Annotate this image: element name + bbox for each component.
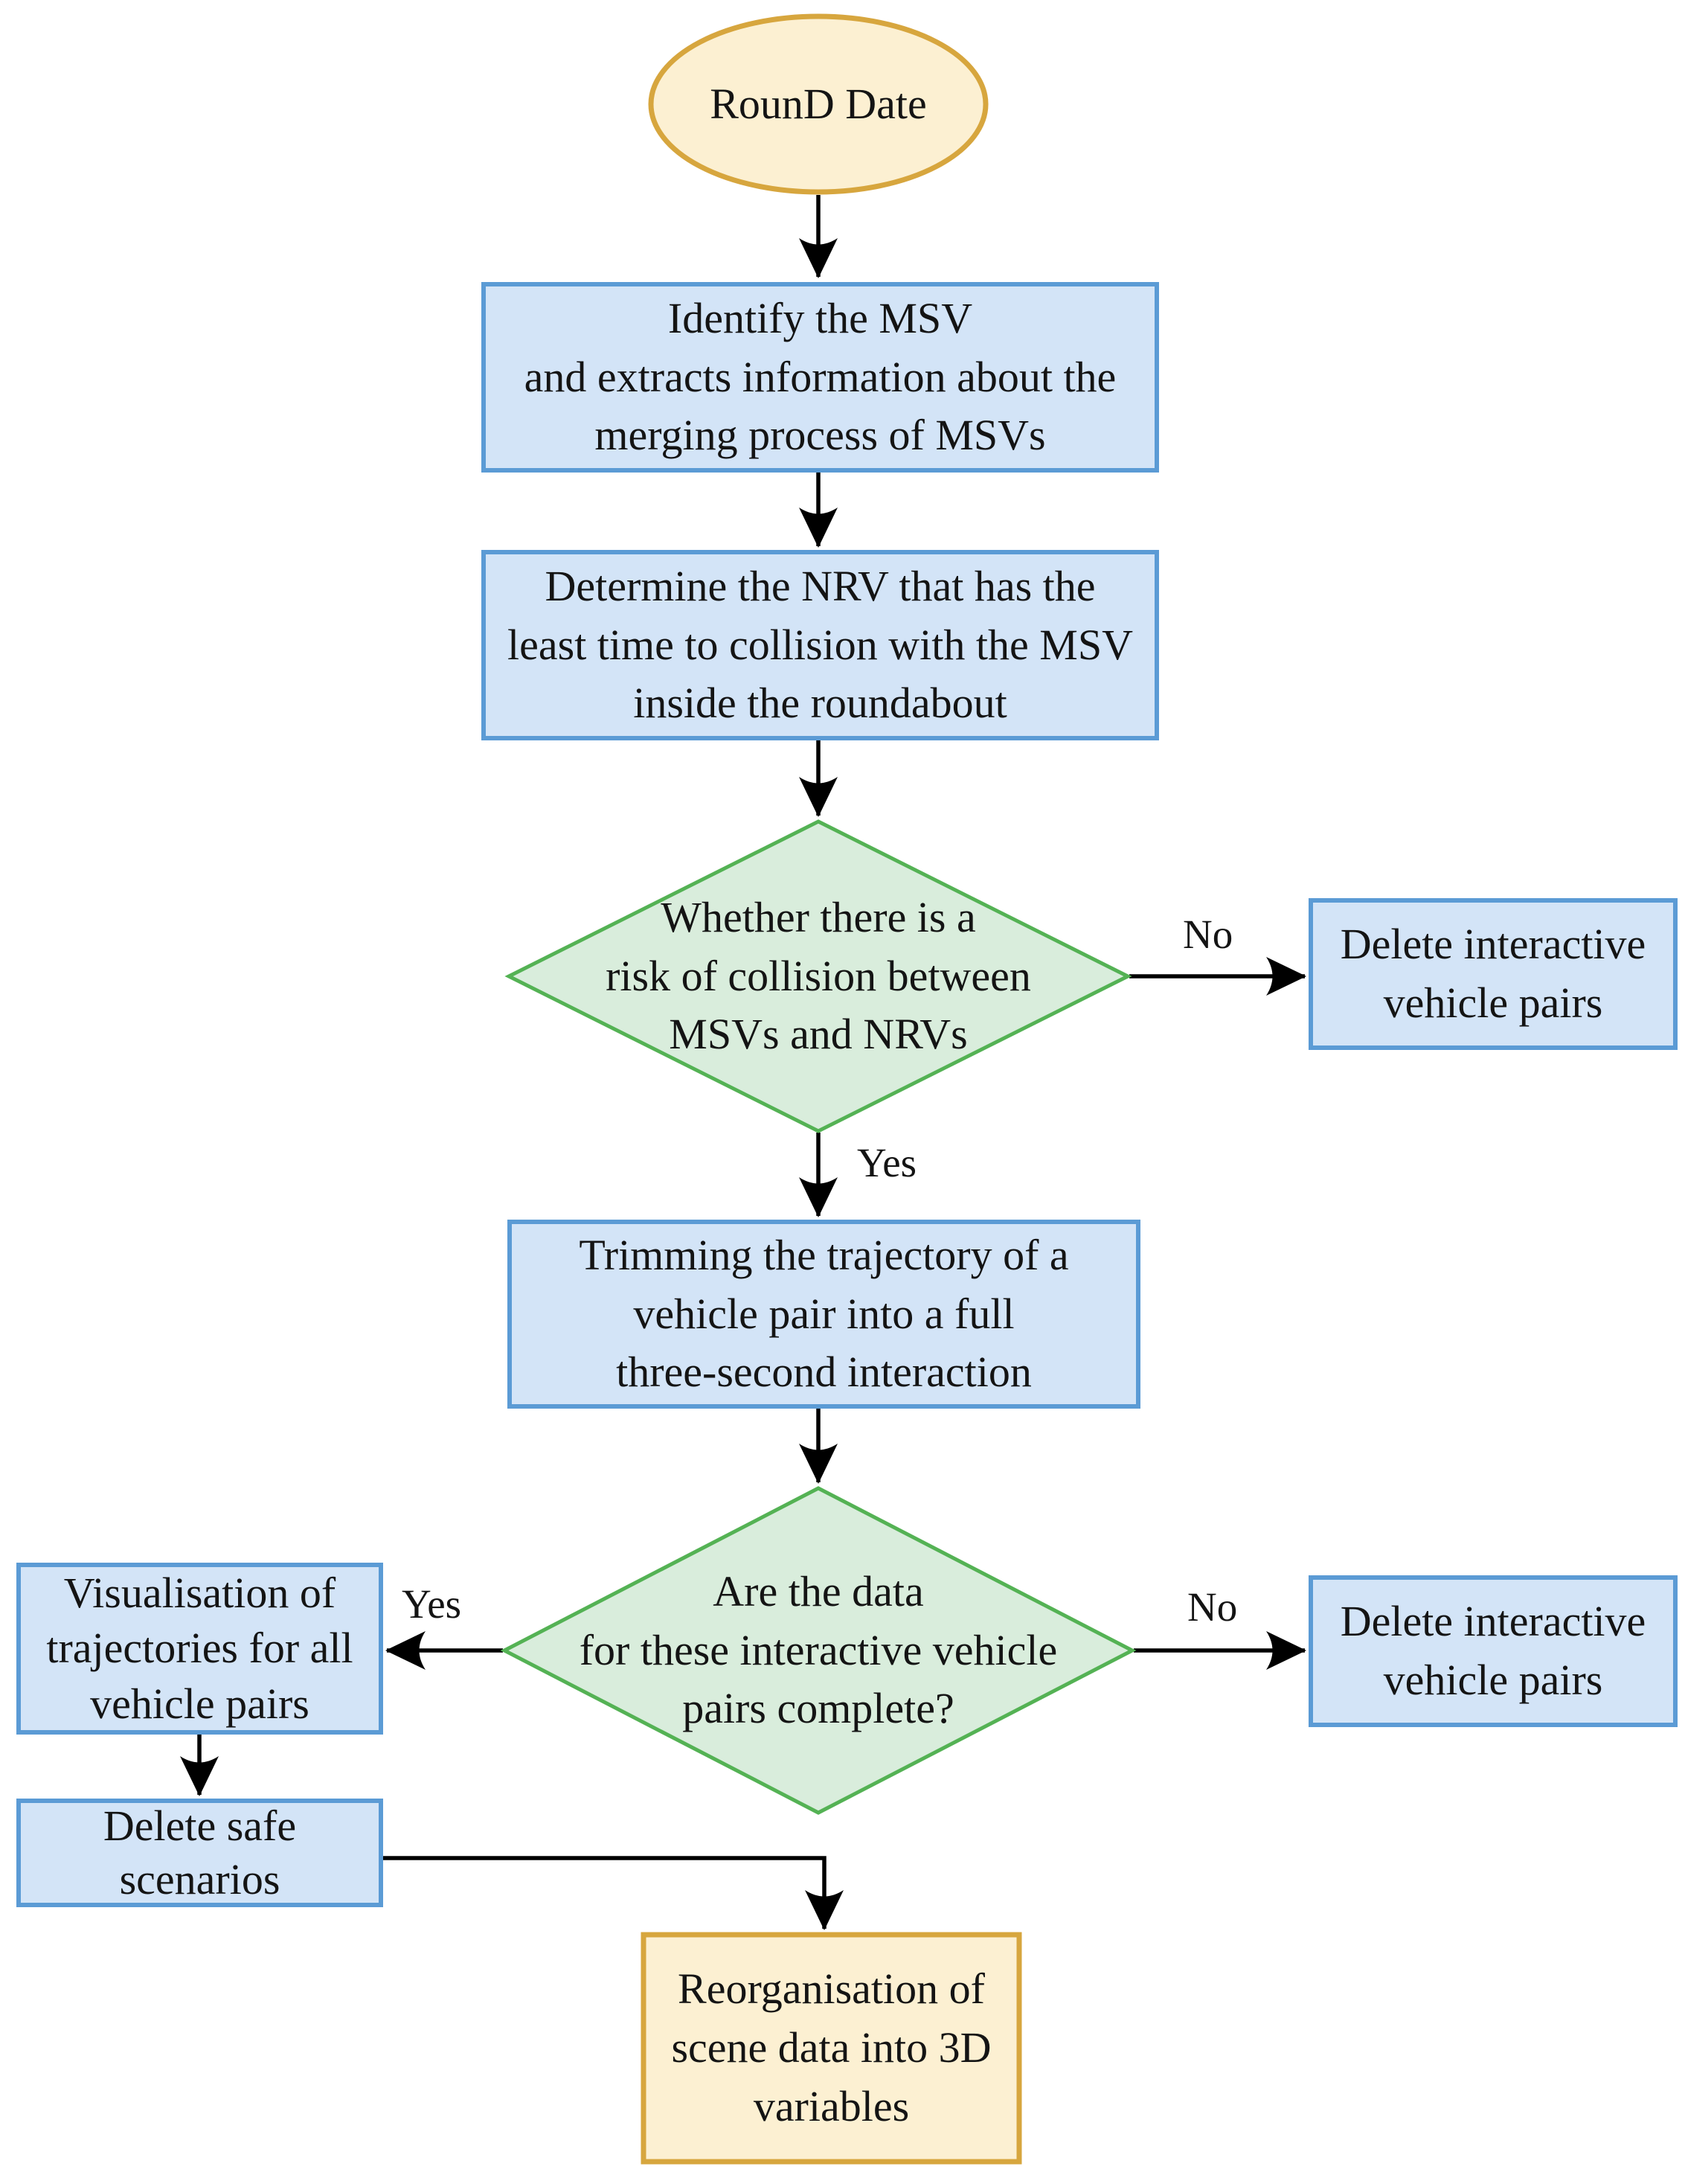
identify-box xyxy=(481,282,1159,473)
visualisation-label: Visualisation of trajectories for all ve… xyxy=(46,1569,353,1728)
delete-pairs-bottom-label: Delete interactive vehicle pairs xyxy=(1340,1597,1646,1704)
reorganisation-box xyxy=(641,1932,1022,2165)
risk-decision-diamond xyxy=(504,819,1132,1133)
trimming-box xyxy=(507,1220,1140,1409)
delete-safe-box xyxy=(16,1799,383,1907)
identify-label: Identify the MSV and extracts informatio… xyxy=(524,293,1117,460)
complete-decision-label: Are the data for these interactive vehic… xyxy=(579,1566,1058,1733)
determine-label: Determine the NRV that has the least tim… xyxy=(507,561,1133,728)
start-ellipse xyxy=(648,13,989,195)
determine-box xyxy=(481,550,1159,740)
delete-pairs-top-label: Delete interactive vehicle pairs xyxy=(1340,920,1646,1027)
delete-pairs-top-box xyxy=(1309,898,1678,1050)
complete-no-label: No xyxy=(1187,1584,1238,1630)
edge-deletesafe-to-reorganisation xyxy=(381,1856,844,1930)
risk-no-label: No xyxy=(1183,912,1233,957)
reorganisation-label: Reorganisation of scene data into 3D var… xyxy=(671,1964,992,2130)
risk-yes-label: Yes xyxy=(857,1140,917,1185)
complete-yes-label: Yes xyxy=(402,1581,462,1627)
trimming-label: Trimming the trajectory of a vehicle pai… xyxy=(579,1230,1069,1397)
visualisation-box xyxy=(16,1563,383,1735)
delete-pairs-bottom-box xyxy=(1309,1575,1678,1727)
start-label: RounD Date xyxy=(710,79,927,128)
risk-decision-label: Whether there is a risk of collision bet… xyxy=(606,892,1031,1059)
complete-decision-diamond xyxy=(500,1486,1137,1815)
delete-safe-label: Delete safe scenarios xyxy=(103,1801,297,1904)
